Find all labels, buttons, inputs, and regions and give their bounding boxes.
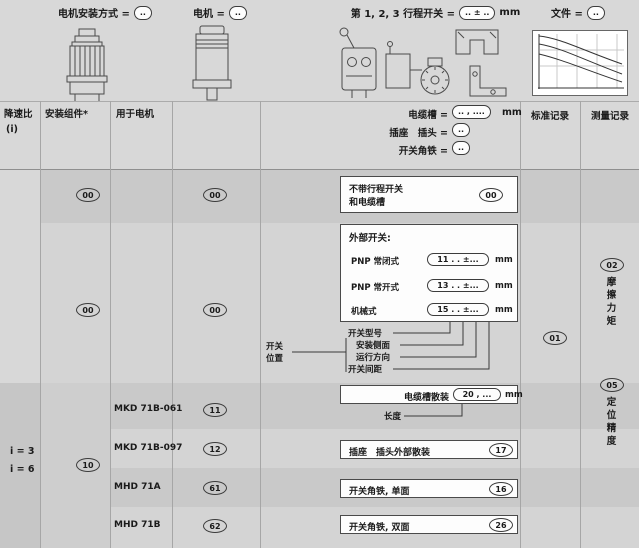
cable-bulk-unit: mm: [505, 390, 523, 400]
column-header-mount-assembly: 安装组件*: [45, 109, 88, 120]
switch-option-label: PNP 常闭式: [351, 257, 400, 267]
switch-option-label: PNP 常开式: [351, 283, 400, 293]
cable-bulk-label: 电缆槽散装: [403, 393, 449, 403]
mount-code-badge: 00: [76, 188, 100, 202]
bracket-single-label: 开关角铁, 单面: [349, 487, 410, 497]
cable-bulk-code-field: 20 , ...: [453, 388, 501, 401]
header-travel-switch-label: 第 1, 2, 3 行程开关 =: [350, 9, 455, 20]
column-header-ratio-symbol: (i): [6, 124, 18, 135]
column-header-for-motor: 用于电机: [116, 109, 155, 120]
header-motor-label: 电机 =: [193, 9, 225, 20]
document-code-field: ..: [586, 5, 605, 20]
travel-switch-code-field: .. ± ..: [458, 5, 496, 20]
motor-code-field: ..: [228, 5, 247, 20]
motor-name: MKD 71B-061: [114, 404, 183, 414]
motor-code-badge: 61: [203, 481, 227, 495]
header-document: 文件 = ..: [523, 5, 633, 20]
header-travel-switch: 第 1, 2, 3 行程开关 = .. ± .. mm: [328, 5, 543, 20]
header-document-label: 文件 =: [551, 9, 583, 20]
plug-code-field: ..: [452, 123, 471, 137]
ratio-value-line1: i = 3: [10, 446, 35, 457]
grid-line: [40, 101, 41, 548]
row-band-ratio-cell: [0, 383, 40, 548]
switch-option-code-field: 15 . . ±...: [427, 303, 489, 316]
switch-option-code-field: 11 . . ±...: [427, 253, 489, 266]
motor-name: MHD 71A: [114, 482, 161, 492]
switch-option-unit: mm: [495, 255, 513, 265]
cable-length-note: 长度: [384, 412, 402, 422]
travel-switch-unit: mm: [499, 7, 521, 18]
column-header-ratio: 降速比: [4, 109, 33, 120]
plug-bulk-label: 插座 插头外部散装: [349, 448, 431, 458]
plug-bulk-box: 插座 插头外部散装 17: [340, 440, 518, 459]
motor-code-badge: 00: [203, 303, 227, 317]
plug-bulk-code-badge: 17: [489, 443, 513, 457]
friction-torque-code-badge: 02: [600, 258, 624, 272]
bracket-double-code-badge: 26: [489, 518, 513, 532]
grid-line: [520, 101, 521, 548]
switch-option-unit: mm: [495, 305, 513, 315]
legend-item: 安装侧面: [356, 341, 391, 351]
cable-duct-label: 电缆槽 =: [408, 110, 448, 121]
external-switch-title: 外部开关:: [349, 233, 391, 244]
switch-option-label: 机械式: [351, 307, 377, 317]
motor-code-badge: 12: [203, 442, 227, 456]
grid-line: [0, 101, 639, 102]
no-switch-option-box: 不带行程开关 和电缆槽 00: [340, 176, 518, 213]
header-motor: 电机 = ..: [175, 5, 265, 20]
switch-option-code-field: 13 . . ±...: [427, 279, 489, 292]
bracket-single-code-badge: 16: [489, 482, 513, 496]
legend-title-line1: 开关: [266, 342, 284, 352]
cable-duct-unit: mm: [502, 107, 522, 118]
mount-code-badge: 10: [76, 458, 100, 472]
positioning-accuracy-code-badge: 05: [600, 378, 624, 392]
motor-mount-code-field: ..: [133, 5, 152, 20]
motor-name: MKD 71B-097: [114, 443, 183, 453]
no-switch-code-badge: 00: [479, 188, 503, 202]
cable-duct-code-field: .. , ....: [452, 105, 491, 119]
no-switch-label-line2: 和电缆槽: [349, 198, 386, 208]
legend-item: 开关间距: [348, 365, 383, 375]
header-motor-mount: 电机安装方式 = ..: [35, 5, 175, 20]
grid-line: [0, 169, 639, 170]
column-header-measurement-record: 测量记录: [590, 111, 629, 122]
grid-line: [260, 101, 261, 548]
row-band-dark: [40, 170, 639, 223]
external-switch-box: 外部开关: PNP 常闭式 11 . . ±... mm PNP 常开式 13 …: [340, 224, 518, 322]
friction-torque-label: 摩擦力矩: [606, 277, 617, 327]
no-switch-label-line1: 不带行程开关: [349, 185, 404, 195]
angle-bracket-code-field: ..: [452, 141, 471, 155]
angle-bracket-label: 开关角铁 =: [398, 146, 448, 157]
motor-drawing: [186, 24, 238, 102]
legend-title-line2: 位置: [266, 354, 284, 364]
ratio-value-line2: i = 6: [10, 464, 35, 475]
row-band-light: [40, 223, 639, 383]
grid-line: [580, 101, 581, 548]
travel-switch-drawing: [338, 24, 516, 102]
motor-code-badge: 11: [203, 403, 227, 417]
motor-code-badge: 00: [203, 188, 227, 202]
characteristic-curve-chart: [532, 30, 628, 96]
bracket-double-label: 开关角铁, 双面: [349, 523, 410, 533]
standard-record-code-badge: 01: [543, 331, 567, 345]
header-motor-mount-label: 电机安装方式 =: [58, 9, 130, 20]
plug-label: 插座 插头 =: [389, 128, 448, 139]
motor-code-badge: 62: [203, 519, 227, 533]
motor-name: MHD 71B: [114, 520, 161, 530]
motor-mount-drawing: [55, 28, 119, 102]
legend-item: 运行方向: [356, 353, 391, 363]
legend-item: 开关型号: [348, 329, 383, 339]
bracket-single-box: 开关角铁, 单面 16: [340, 479, 518, 498]
column-header-standard-record: 标准记录: [530, 111, 569, 122]
cable-bulk-box: 电缆槽散装 20 , ... mm: [340, 385, 523, 404]
mount-code-badge: 00: [76, 303, 100, 317]
positioning-accuracy-label: 定位精度: [606, 397, 617, 447]
grid-line: [172, 101, 173, 548]
switch-option-unit: mm: [495, 281, 513, 291]
bracket-double-box: 开关角铁, 双面 26: [340, 515, 518, 534]
grid-line: [110, 101, 111, 548]
